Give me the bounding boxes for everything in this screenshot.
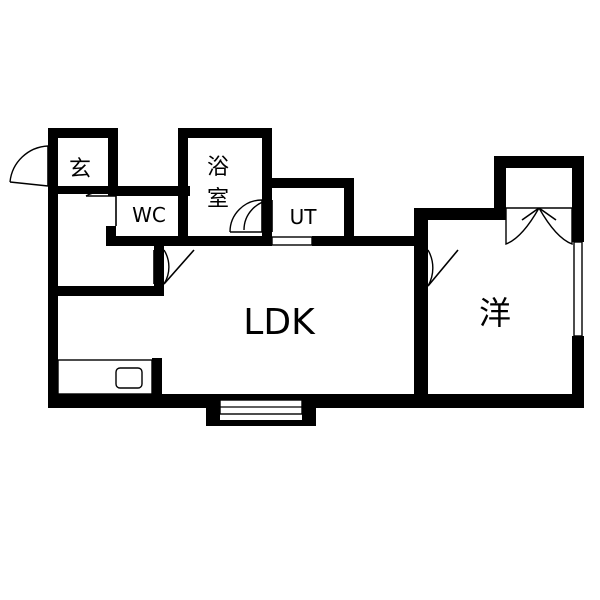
- sink-icon: [115, 367, 143, 389]
- closet-door-icon: [505, 207, 573, 246]
- walls: [48, 128, 584, 426]
- label-ut: UT: [290, 205, 318, 229]
- wall-ldk-top-a: [106, 236, 272, 246]
- wall-ut-top: [262, 178, 354, 188]
- window-western: [573, 241, 583, 337]
- wall-western-right-top: [572, 156, 584, 242]
- wall-wc-top: [108, 186, 190, 196]
- wall-western-right-bottom: [572, 336, 584, 408]
- wall-bay-right: [302, 394, 316, 426]
- wall-entrance-left: [48, 128, 58, 408]
- wall-entrance-floor: [58, 186, 118, 194]
- room-labels: 玄 WC 浴 室 UT LDK 洋: [69, 155, 511, 343]
- wall-entrance-right: [108, 128, 118, 194]
- label-western: 洋: [479, 294, 511, 332]
- wall-hall-stub: [154, 246, 164, 296]
- label-bath-1: 浴: [207, 155, 229, 180]
- doors: [9, 145, 573, 287]
- wall-hall-partition: [58, 286, 164, 296]
- wall-western-top: [414, 208, 506, 220]
- wall-kitchen-stub: [152, 358, 162, 394]
- label-wc: WC: [132, 203, 166, 227]
- wall-bath-left: [178, 128, 188, 246]
- label-entrance: 玄: [69, 157, 91, 182]
- wall-entrance-top: [48, 128, 118, 138]
- wall-ut-right: [344, 178, 354, 246]
- wall-closet-left: [494, 156, 506, 220]
- door-ut-icon: [243, 199, 273, 232]
- wall-ldk-divider: [414, 208, 428, 408]
- label-ldk: LDK: [243, 302, 316, 343]
- wall-ldk-top-b: [312, 236, 428, 246]
- door-western-icon: [417, 249, 459, 287]
- door-hall-icon: [153, 249, 195, 285]
- wall-bath-top: [178, 128, 272, 138]
- wall-closet-top: [494, 156, 584, 168]
- wall-bay-left: [206, 394, 220, 426]
- door-front-icon: [9, 145, 49, 187]
- label-bath-2: 室: [207, 187, 229, 212]
- door-bath-icon: [229, 199, 263, 233]
- kitchen-counter: [57, 359, 153, 395]
- window-ut: [271, 236, 313, 246]
- door-wc-icon: [85, 191, 117, 226]
- wall-bay-bottom: [206, 420, 316, 426]
- windows: [219, 236, 583, 415]
